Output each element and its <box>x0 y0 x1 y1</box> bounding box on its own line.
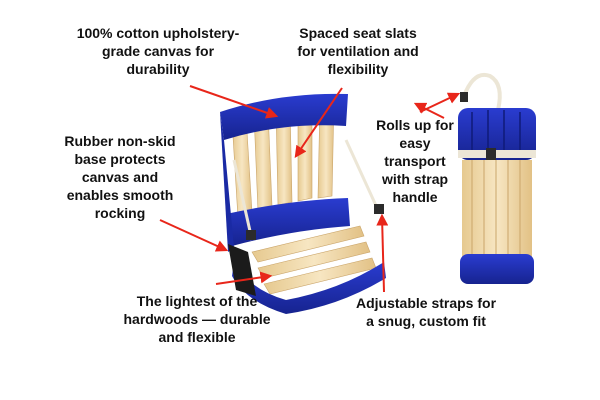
caption-slats: Spaced seat slats for ventilation and fl… <box>297 25 419 77</box>
caption-canvas: 100% cotton upholstery- grade canvas for… <box>76 25 240 77</box>
rolled-seat-icon <box>458 73 536 284</box>
caption-rolls: Rolls up for easy transport with strap h… <box>376 117 454 205</box>
caption-straps: Adjustable straps for a snug, custom fit <box>355 295 497 329</box>
caption-rubber: Rubber non-skid base protects canvas and… <box>64 133 176 221</box>
unfolded-seat-icon <box>220 93 386 314</box>
caption-hardwood: The lightest of the hardwoods — durable … <box>123 293 271 345</box>
callout-arrow-icon <box>159 85 445 293</box>
